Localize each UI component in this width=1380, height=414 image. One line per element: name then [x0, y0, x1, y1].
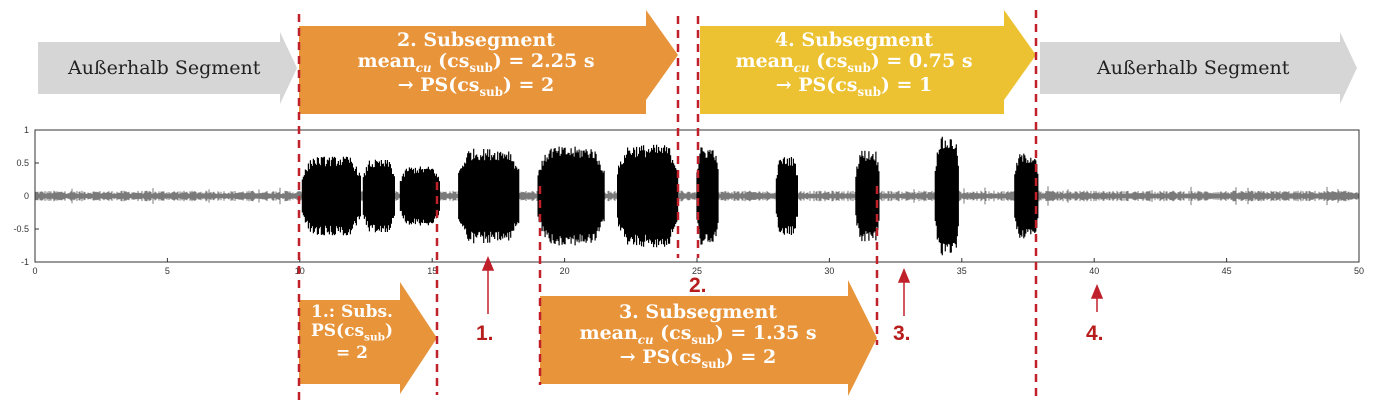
speech-burst: [617, 144, 679, 248]
subsegment-1-text: 1.: Subs. PS(cssub) = 2: [302, 303, 402, 362]
speech-burst: [775, 157, 798, 235]
x-tick-label: 45: [1222, 266, 1232, 276]
x-tick-label: 5: [165, 266, 170, 276]
subsegment-3-text: 3. Subsegment meancu (cssub) = 1.35 s → …: [548, 302, 848, 370]
x-tick-label: 20: [560, 266, 570, 276]
x-tick-label: 40: [1089, 266, 1099, 276]
y-tick-label: 0: [24, 191, 29, 201]
marker-1-label: 1.: [476, 322, 494, 345]
subsegment-1-arrow: [299, 282, 437, 394]
outside-segment-right-arrow: [1040, 32, 1357, 104]
marker-3-arrowhead: [897, 268, 911, 283]
marker-2-label: 2.: [689, 274, 707, 297]
x-tick-label: 25: [692, 266, 702, 276]
subsegment-2-title: 2. Subsegment: [396, 29, 556, 51]
marker-4-arrowhead: [1090, 284, 1104, 299]
subsegment-2-arrow: [299, 10, 678, 114]
x-tick-label: 30: [824, 266, 834, 276]
subsegment-4-title: 4. Subsegment: [774, 29, 934, 51]
speech-burst: [458, 148, 520, 244]
subsegment-3-arrow: [540, 280, 877, 396]
subsegment-3-ps: → PS(cssub) = 2: [619, 345, 777, 371]
y-tick-label: 0.5: [16, 158, 29, 168]
subsegment-4-ps: → PS(cssub) = 1: [775, 73, 933, 99]
subsegment-2-mean: meancu (cssub) = 2.25 s: [357, 49, 595, 75]
subsegment-2-ps: → PS(cssub) = 2: [397, 73, 555, 99]
outside-segment-right-label: Außerhalb Segment: [1097, 57, 1290, 79]
subsegment-4-mean: meancu (cssub) = 0.75 s: [735, 49, 973, 75]
x-tick-label: 15: [427, 266, 437, 276]
subsegment-2-text: 2. Subsegment meancu (cssub) = 2.25 s → …: [306, 30, 646, 98]
speech-burst: [934, 136, 959, 256]
subsegment-3-mean: meancu (cssub) = 1.35 s: [579, 321, 817, 347]
outside-segment-left-arrow: [38, 32, 297, 104]
x-tick-label: 0: [32, 266, 37, 276]
y-tick-label: -1: [21, 257, 29, 267]
subsegment-4-arrow: [700, 10, 1036, 114]
y-tick-label: -0.5: [13, 224, 29, 234]
speech-burst: [362, 159, 395, 233]
marker-4-label: 4.: [1086, 322, 1104, 345]
speech-burst: [696, 147, 719, 245]
x-tick-label: 35: [957, 266, 967, 276]
marker-3-label: 3.: [893, 322, 911, 345]
speech-burst: [1014, 153, 1039, 239]
speech-burst: [855, 150, 880, 242]
subsegment-1-line1: 1.: Subs.: [311, 302, 393, 322]
x-tick-label: 50: [1354, 266, 1364, 276]
speech-burst: [301, 156, 361, 236]
subsegment-1-ps: PS(cssub): [310, 320, 394, 344]
speech-burst: [399, 166, 440, 226]
subsegment-1-line3: = 2: [336, 342, 368, 363]
y-tick-label: 1: [24, 125, 29, 135]
subsegment-3-title: 3. Subsegment: [618, 301, 778, 323]
outside-segment-left-label: Außerhalb Segment: [68, 57, 261, 79]
subsegment-4-text: 4. Subsegment meancu (cssub) = 0.75 s → …: [704, 30, 1004, 98]
speech-burst: [537, 146, 605, 246]
marker-1-arrowhead: [481, 256, 495, 271]
